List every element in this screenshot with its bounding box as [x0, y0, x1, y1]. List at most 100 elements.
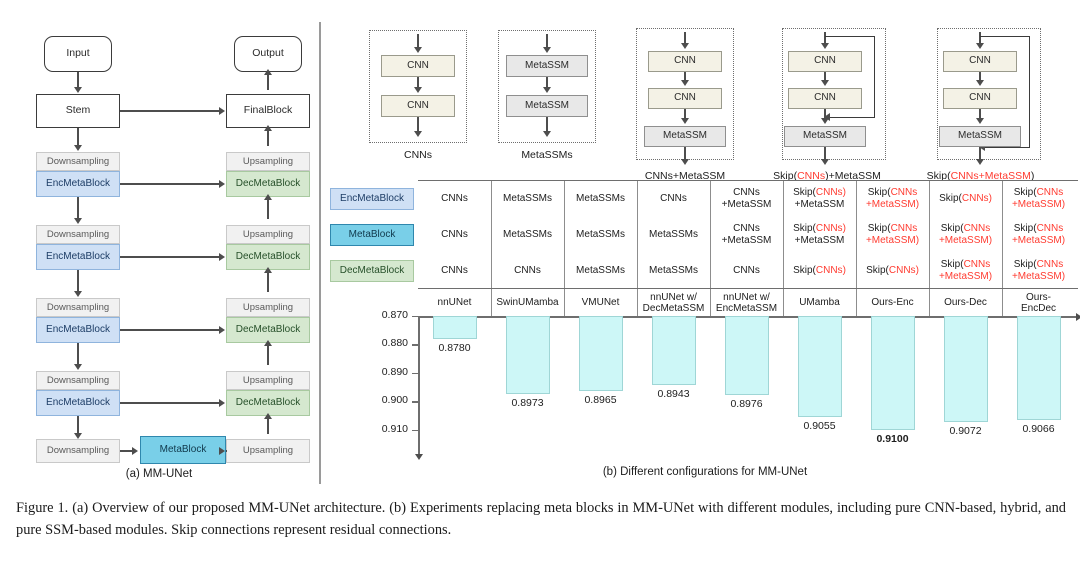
arrowhead-final-output: [264, 69, 272, 75]
chart-y-tick: [412, 401, 418, 403]
enc-meta-block-4-label: EncMetaBlock: [46, 396, 110, 408]
table-cell: MetaSSMs: [503, 193, 552, 205]
arrowhead-in: [681, 43, 689, 49]
metassm-block-1-label: MetaSSM: [525, 59, 569, 71]
output-block: Output: [234, 36, 302, 72]
arrow-up-dec4: [267, 418, 269, 434]
final-block: FinalBlock: [226, 94, 310, 128]
cnn-block-1-label: CNN: [674, 55, 696, 67]
cnn-block-2: CNN: [788, 88, 862, 109]
arrow-enc2-down: [77, 270, 79, 292]
table-cell: CNNs: [441, 193, 468, 205]
chart-bar: [651, 316, 696, 386]
table-column-header: Ours-EncDec: [1020, 291, 1056, 315]
chart-y-tick-label: 0.900: [381, 394, 408, 407]
chart-y-axis: [418, 316, 420, 456]
chart-bar-value-label: 0.8976: [730, 397, 763, 410]
arrowhead-out: [543, 131, 551, 137]
table-cell: MetaSSMs: [576, 229, 625, 241]
table-cell: MetaSSMs: [576, 265, 625, 277]
arrowhead-out: [821, 159, 829, 165]
downsampling-3-label: Downsampling: [46, 301, 110, 313]
arrow-stem-down: [77, 128, 79, 146]
downsampling-2: Downsampling: [36, 225, 120, 244]
arrow-up-final: [267, 130, 269, 146]
arrowhead-input-stem: [74, 87, 82, 93]
table-column-header: nnUNet w/DecMetaSSM: [642, 291, 705, 315]
input-block-label: Input: [66, 47, 90, 60]
arrowhead-out: [681, 159, 689, 165]
table-cell: CNNs: [441, 265, 468, 277]
arrow-input-stem: [77, 72, 79, 88]
dec-meta-block-1-label: DecMetaBlock: [235, 177, 301, 189]
arrowhead-in: [414, 47, 422, 53]
cnn-block-1: CNN: [788, 51, 862, 72]
arrowhead-mid: [543, 87, 551, 93]
header-col-sep: [929, 289, 930, 316]
chart-bar: [724, 316, 769, 395]
arrow-down5-meta: [120, 450, 133, 452]
skip-arrow-stem-final: [120, 110, 220, 112]
enc-meta-block-4: EncMetaBlock: [36, 390, 120, 416]
table-cell: CNNs: [441, 229, 468, 241]
arrow-mid: [546, 77, 548, 89]
table-cell: Skip(CNNs): [866, 265, 919, 277]
arrow-up-dec3: [267, 345, 269, 365]
bottleneck-meta-block: MetaBlock: [140, 436, 226, 464]
table-top-rule: [418, 180, 1078, 182]
table-cell: Skip(CNNs+MetaSSM): [1011, 259, 1066, 282]
arrow-mid-2: [824, 109, 826, 120]
table-column-header: VMUNet: [581, 297, 620, 309]
chart-bar-value-label: 0.8943: [657, 388, 690, 401]
module-label-cnns-metassm: CNNs+MetaSSM: [644, 170, 726, 182]
chart-y-tick: [412, 429, 418, 431]
arrowhead-down5-meta: [132, 447, 138, 455]
arrowhead-up-dec2: [264, 267, 272, 273]
arrow-mid-2: [684, 109, 686, 120]
arrowhead-enc3-down: [74, 364, 82, 370]
chart-bar-value-label: 0.9055: [803, 419, 836, 432]
upsampling-4: Upsampling: [226, 371, 310, 390]
downsampling-4: Downsampling: [36, 371, 120, 390]
dec-meta-block-3: DecMetaBlock: [226, 317, 310, 343]
dec-meta-block-1: DecMetaBlock: [226, 171, 310, 197]
metassm-block-2: MetaSSM: [506, 95, 588, 117]
table-cell: CNNs+MetaSSM: [721, 187, 772, 210]
chart-bar: [943, 316, 988, 422]
arrow-enc4-down: [77, 416, 79, 434]
upsampling-2-label: Upsampling: [242, 228, 294, 240]
chart-y-tick-label: 0.870: [381, 309, 408, 321]
enc-meta-block-1-label: EncMetaBlock: [46, 177, 110, 189]
metassm-block-label: MetaSSM: [663, 130, 707, 142]
arrow-out: [546, 117, 548, 133]
arrowhead-enc4-down: [74, 433, 82, 439]
stem-block: Stem: [36, 94, 120, 128]
chart-bar: [578, 316, 623, 392]
table-col-sep: [564, 181, 565, 288]
chart-bar-value-label: 0.8973: [511, 396, 544, 409]
chart-bar: [505, 316, 550, 394]
cnn-block-1: CNN: [381, 55, 455, 77]
chart-bar-value-label: 0.9072: [949, 424, 982, 437]
arrow-in: [546, 34, 548, 48]
arrowhead-up-dec3: [264, 340, 272, 346]
row-label-encmetablock: EncMetaBlock: [330, 188, 414, 210]
upsampling-1-label: Upsampling: [242, 155, 294, 167]
row-label-encmetablock-text: EncMetaBlock: [340, 192, 404, 204]
upsampling-5-label: Upsampling: [242, 445, 294, 457]
arrowhead-stem-down: [74, 145, 82, 151]
table-column-header: nnUNet: [437, 297, 472, 309]
chart-y-tick: [412, 372, 418, 375]
arrowhead-skip-1: [219, 180, 225, 188]
arrowhead-up-dec4: [264, 413, 272, 419]
header-col-sep: [637, 289, 638, 316]
arrowhead-stem-final: [219, 107, 225, 115]
arrow-mid-1: [684, 72, 686, 82]
module-dashed-border: [782, 28, 886, 160]
arrowhead-out: [976, 159, 984, 165]
output-block-label: Output: [252, 47, 284, 60]
arrow-mid-2: [979, 109, 981, 120]
arrow-in: [824, 32, 826, 44]
downsampling-2-label: Downsampling: [46, 228, 110, 240]
